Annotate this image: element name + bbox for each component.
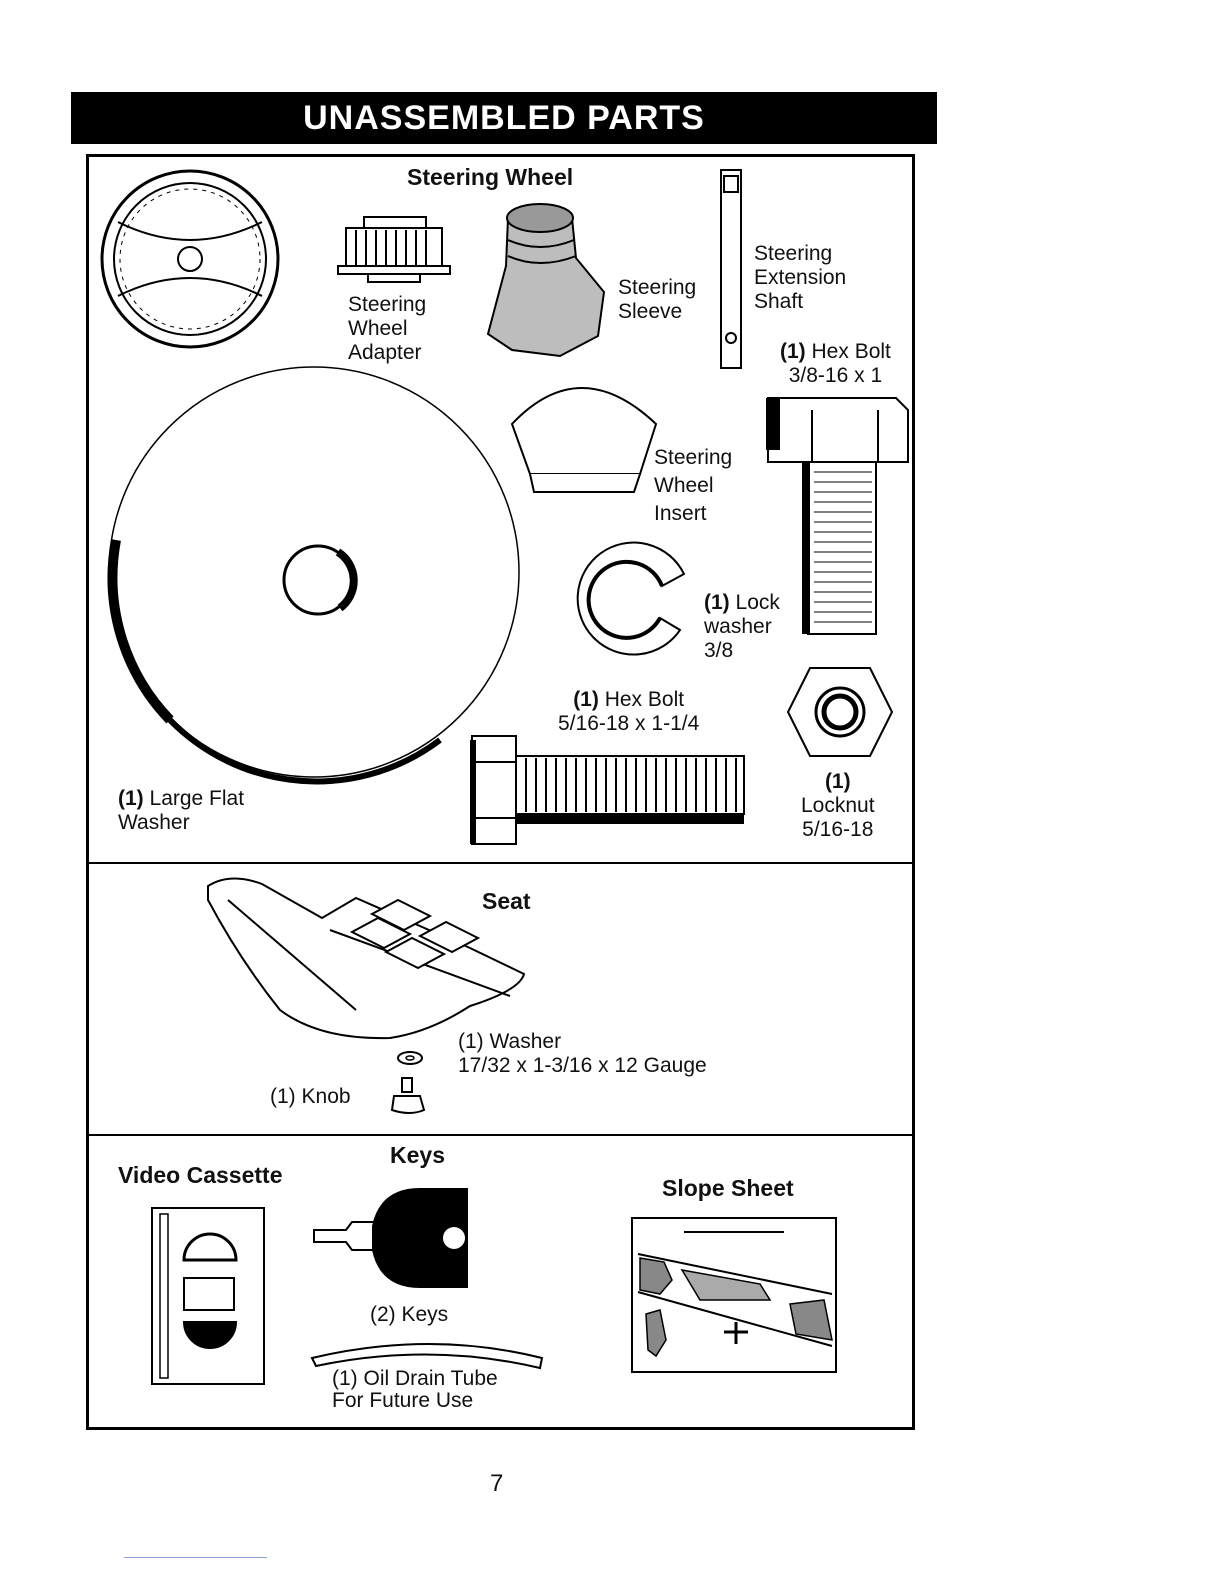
lock-washer-label: (1) Lock washer 3/8 xyxy=(704,591,780,663)
hex-bolt-small-size: 5/16-18 x 1-1/4 xyxy=(558,712,700,735)
page-number: 7 xyxy=(490,1470,504,1497)
oil-tube-line-1: (1) Oil Drain Tube xyxy=(332,1367,498,1390)
adapter-line-1: Steering xyxy=(348,293,427,316)
locknut-label: (1) Locknut 5/16-18 xyxy=(801,770,875,842)
seat-washer-qty: (1) xyxy=(458,1030,484,1053)
shaft-line-1: Steering xyxy=(754,242,833,265)
steering-sleeve-icon xyxy=(486,203,606,358)
footer-rule xyxy=(124,1557,267,1558)
large-washer-line-2: Washer xyxy=(118,811,190,834)
slope-sheet-title: Slope Sheet xyxy=(662,1175,794,1201)
section-divider-seat xyxy=(86,862,915,864)
knob-icon xyxy=(390,1077,426,1114)
hex-bolt-large-label: (1) Hex Bolt 3/8-16 x 1 xyxy=(780,340,891,388)
large-flat-washer-icon xyxy=(107,366,520,785)
lock-washer-qty: (1) xyxy=(704,591,730,614)
video-cassette-icon xyxy=(151,1207,265,1385)
section-divider-bottom xyxy=(86,1134,915,1136)
seat-washer-icon xyxy=(397,1051,423,1065)
key-icon xyxy=(313,1188,468,1288)
hex-bolt-large-size: 3/8-16 x 1 xyxy=(788,364,883,387)
steering-extension-shaft-label: Steering Extension Shaft xyxy=(754,242,846,314)
hex-bolt-small-label: (1) Hex Bolt 5/16-18 x 1-1/4 xyxy=(558,688,699,736)
sleeve-line-2: Sleeve xyxy=(618,300,683,323)
parts-frame xyxy=(86,154,915,1430)
oil-drain-tube-icon xyxy=(310,1343,544,1370)
seat-washer-size: 17/32 x 1-3/16 x 12 Gauge xyxy=(458,1054,707,1077)
video-cassette-title: Video Cassette xyxy=(118,1162,283,1188)
page-header: UNASSEMBLED PARTS xyxy=(71,92,937,144)
large-flat-washer-label: (1) Large Flat Washer xyxy=(118,787,244,835)
locknut-icon xyxy=(786,667,894,757)
lock-washer-icon xyxy=(576,541,686,656)
steering-wheel-title: Steering Wheel xyxy=(407,164,574,190)
adapter-line-3: Adapter xyxy=(348,341,422,364)
steering-wheel-insert-label: Steering Wheel Insert xyxy=(654,444,732,528)
large-washer-qty: (1) xyxy=(118,787,144,810)
hex-bolt-large-icon xyxy=(766,397,909,635)
seat-title: Seat xyxy=(482,888,531,914)
hex-bolt-small-name: Hex Bolt xyxy=(604,688,685,711)
insert-line-2: Wheel xyxy=(654,474,714,497)
keys-label: (2) Keys xyxy=(370,1303,449,1326)
shaft-line-3: Shaft xyxy=(754,290,804,313)
slope-sheet-icon xyxy=(631,1217,837,1373)
lock-washer-name: Lock xyxy=(735,591,780,614)
locknut-qty: (1) xyxy=(824,770,851,793)
steering-wheel-adapter-icon xyxy=(337,216,451,283)
insert-line-1: Steering xyxy=(654,446,733,469)
oil-drain-tube-label: (1) Oil Drain Tube For Future Use xyxy=(332,1368,498,1412)
insert-line-3: Insert xyxy=(654,502,707,525)
steering-wheel-insert-icon xyxy=(510,387,658,493)
steering-extension-shaft-icon xyxy=(720,169,742,369)
knob-qty: (1) xyxy=(270,1085,296,1108)
keys-title: Keys xyxy=(390,1142,445,1168)
knob-label: (1) Knob xyxy=(270,1085,351,1109)
hex-bolt-small-icon xyxy=(470,735,745,845)
locknut-name: Locknut xyxy=(801,794,875,817)
steering-wheel-icon xyxy=(100,169,280,349)
adapter-line-2: Wheel xyxy=(348,317,408,340)
lock-washer-line-2: washer xyxy=(704,615,772,638)
seat-icon xyxy=(207,877,526,1040)
knob-name: Knob xyxy=(301,1085,351,1108)
locknut-size: 5/16-18 xyxy=(802,818,874,841)
lock-washer-size: 3/8 xyxy=(704,639,734,662)
oil-tube-line-2: For Future Use xyxy=(332,1389,474,1412)
seat-washer-name: Washer xyxy=(489,1030,562,1053)
sleeve-line-1: Steering xyxy=(618,276,697,299)
large-washer-name: Large Flat xyxy=(149,787,245,810)
hex-bolt-large-qty: (1) xyxy=(780,340,806,363)
steering-wheel-adapter-label: Steering Wheel Adapter xyxy=(348,293,426,365)
seat-washer-label: (1) Washer 17/32 x 1-3/16 x 12 Gauge xyxy=(458,1030,707,1078)
steering-sleeve-label: Steering Sleeve xyxy=(618,276,696,324)
hex-bolt-large-name: Hex Bolt xyxy=(811,340,891,363)
hex-bolt-small-qty: (1) xyxy=(573,688,599,711)
shaft-line-2: Extension xyxy=(754,266,847,289)
